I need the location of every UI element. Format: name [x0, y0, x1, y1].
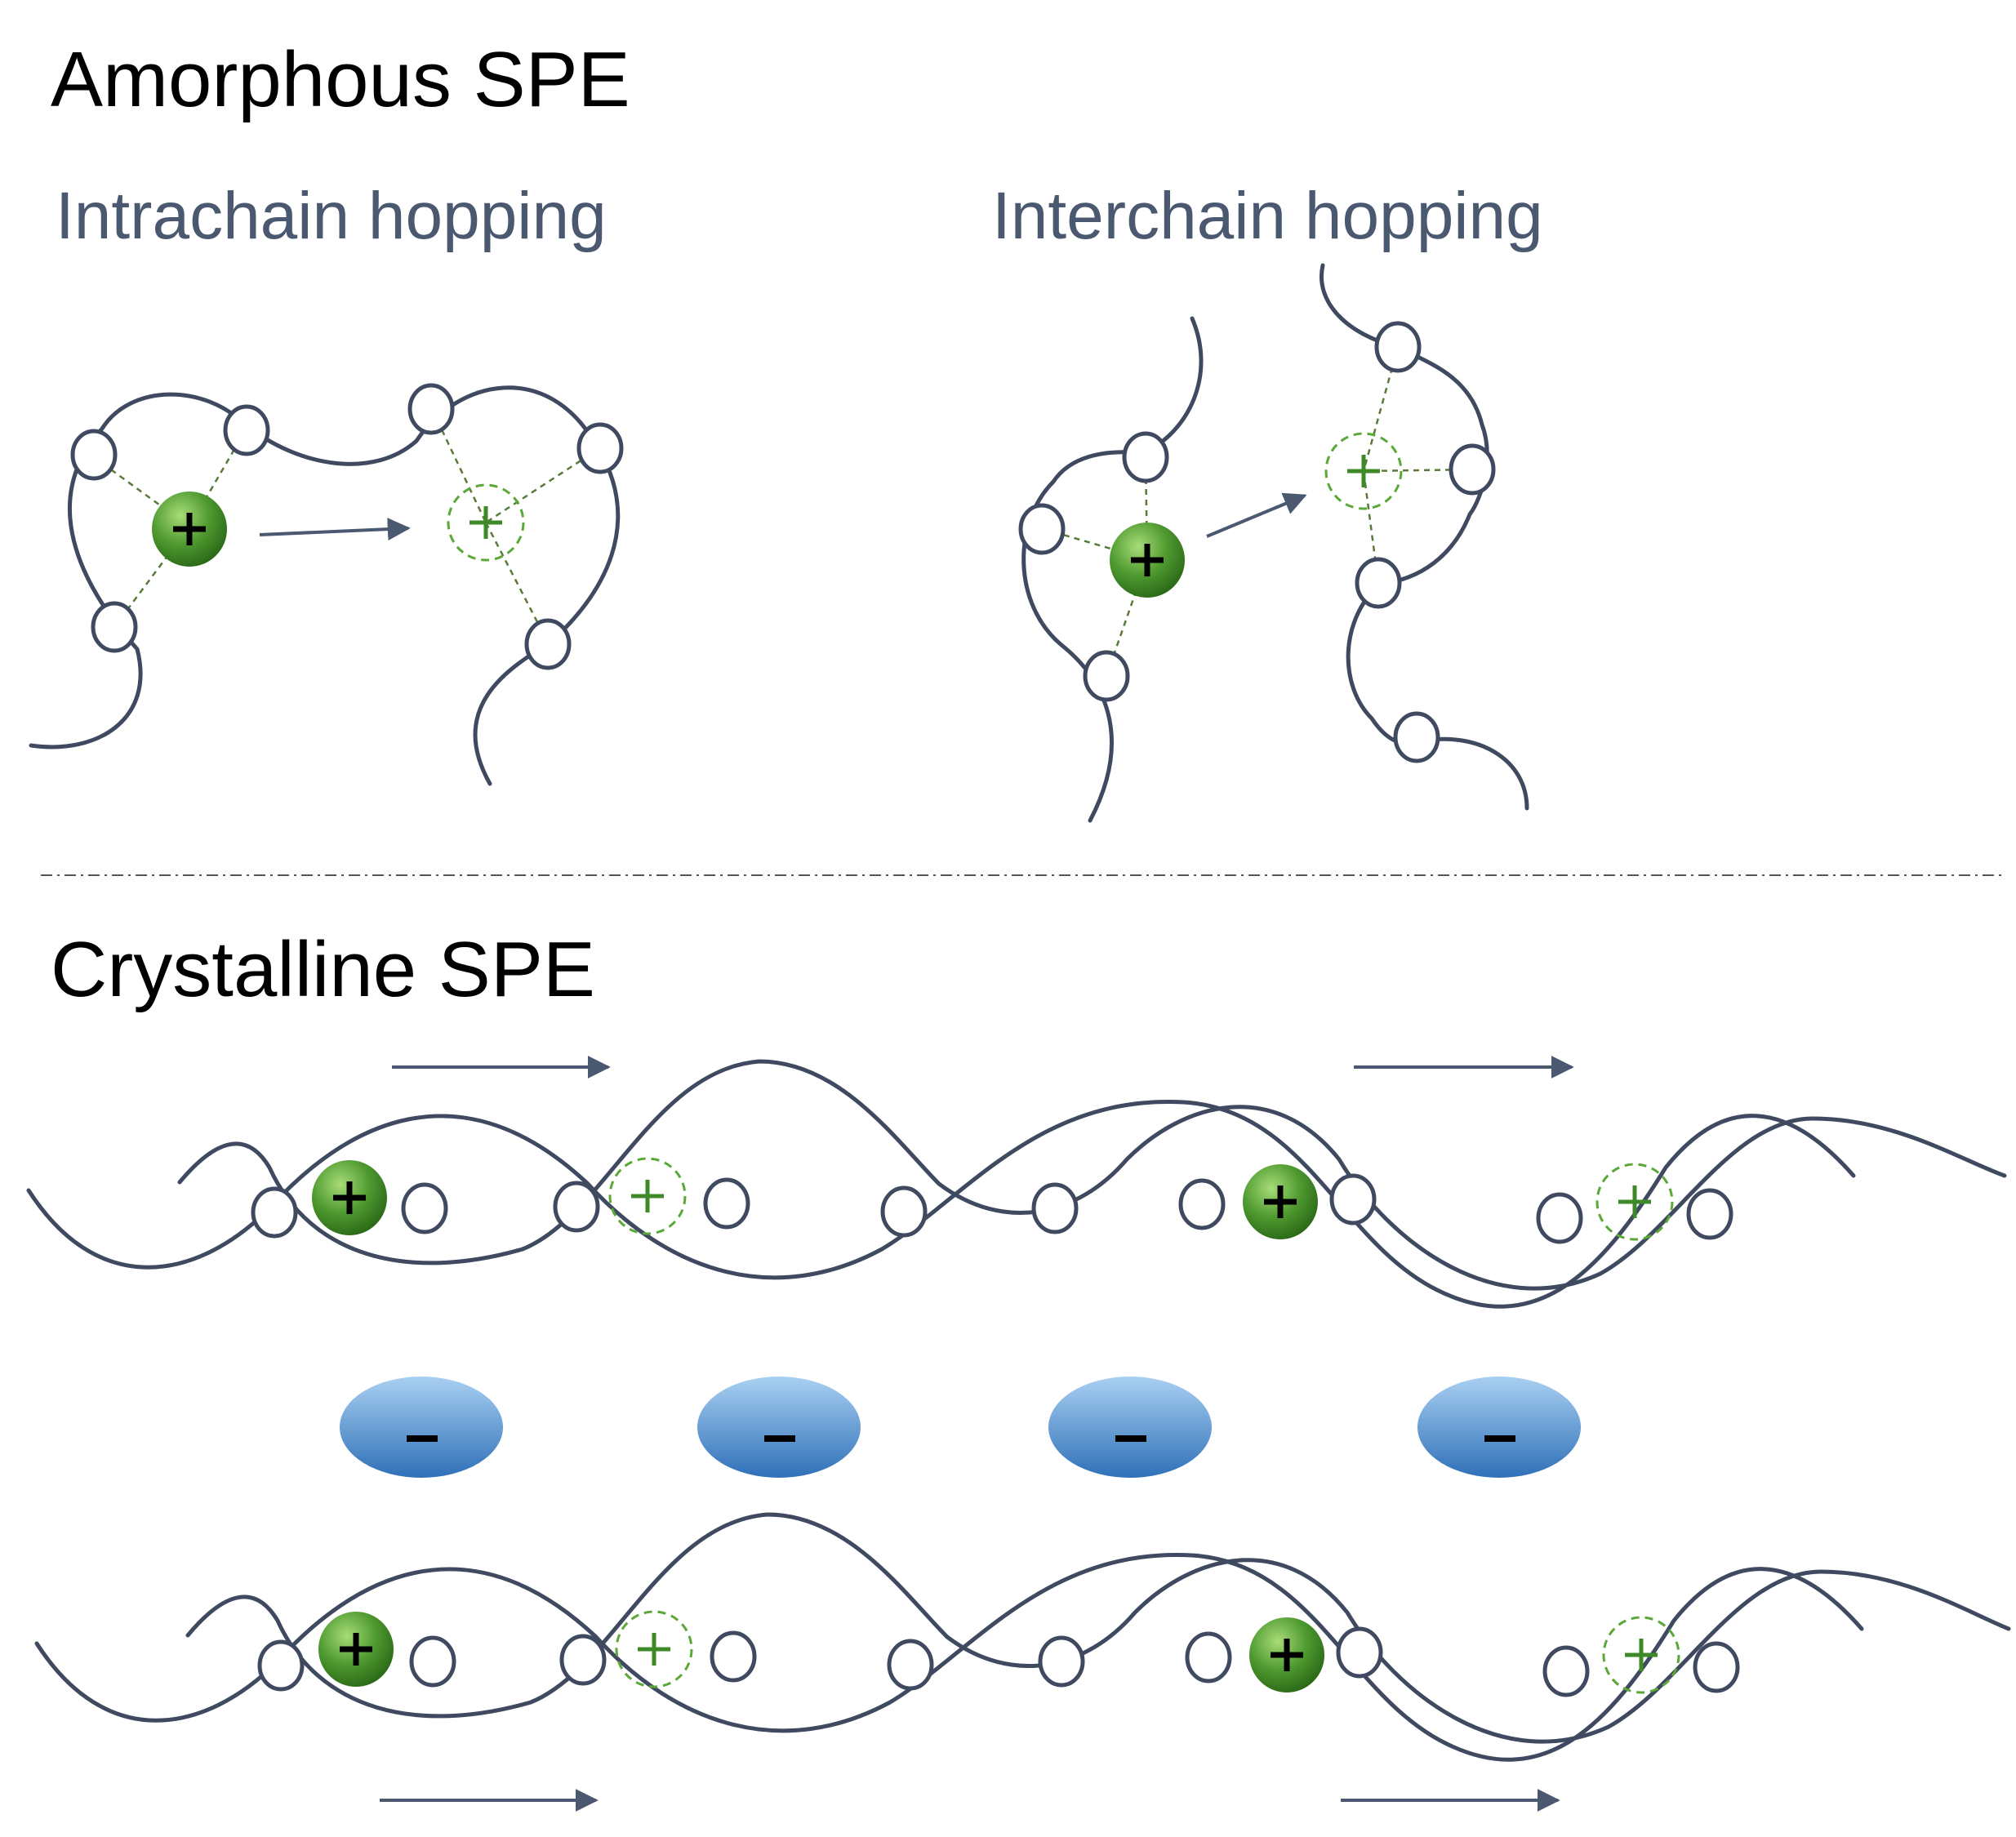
ether-oxygen-sites — [1018, 321, 1496, 763]
cation-site-icon — [608, 1157, 687, 1235]
cation-icon — [318, 1612, 394, 1687]
amorphous-title: Amorphous SPE — [51, 36, 630, 123]
ether-oxygen-sites — [251, 1173, 1733, 1244]
helix-strand-b — [185, 1512, 2011, 1744]
anion-icon — [1048, 1377, 1212, 1478]
anion-icon — [697, 1377, 861, 1478]
cation-site-icon — [447, 483, 525, 562]
ether-oxygen-sites — [257, 1626, 1740, 1697]
anion-icon — [340, 1377, 503, 1478]
anion-icon — [1417, 1377, 1581, 1478]
crystalline-title: Crystalline SPE — [51, 926, 595, 1013]
crystalline-helix-bottom — [34, 1512, 2011, 1812]
polymer-chain — [29, 385, 621, 786]
intrachain-hopping-panel — [29, 383, 624, 786]
intrachain-label: Intrachain hopping — [56, 179, 607, 253]
cation-icon — [1243, 1164, 1318, 1239]
cation-site-icon — [1602, 1616, 1680, 1694]
cation-icon — [152, 491, 227, 567]
cation-icon — [1249, 1617, 1324, 1692]
hop-arrow — [1206, 492, 1307, 538]
helix-strand-a — [26, 1099, 1856, 1309]
anion-row — [340, 1377, 1581, 1478]
cation-icon — [312, 1160, 387, 1235]
coordination-bonds — [1043, 346, 1473, 677]
cation-site-icon — [615, 1610, 693, 1688]
interchain-label: Interchain hopping — [992, 179, 1543, 253]
hop-arrow — [259, 518, 411, 541]
cation-site-icon — [1595, 1163, 1674, 1241]
ether-oxygen-sites — [70, 383, 624, 670]
cation-icon — [1110, 523, 1185, 598]
interchain-hopping-panel — [1018, 263, 1529, 823]
helix-strand-b — [177, 1059, 2007, 1291]
cation-site-icon — [1324, 432, 1403, 510]
crystalline-helix-top — [26, 1056, 2007, 1309]
helix-strand-a — [34, 1552, 1864, 1762]
